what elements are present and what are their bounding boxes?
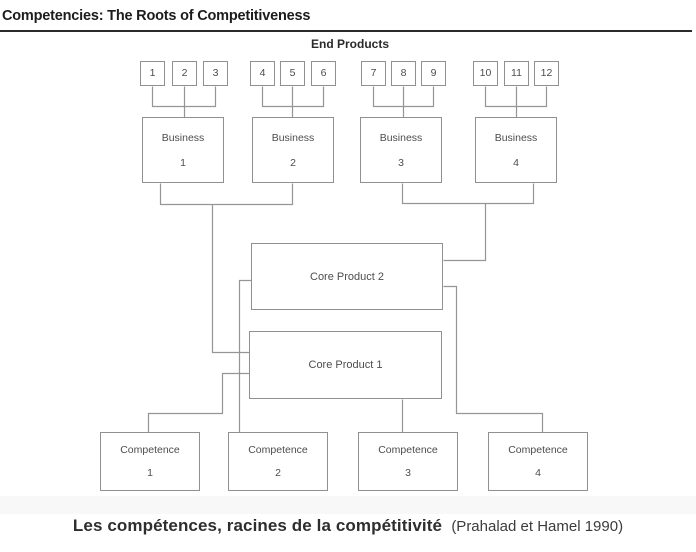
end-product-box-10: 10 — [473, 61, 498, 86]
figure-caption: Les compétences, racines de la compétiti… — [0, 516, 696, 536]
business12-to-coreproduct1-connector — [159, 183, 294, 354]
end-product-box-7: 7 — [361, 61, 386, 86]
coreproduct2-to-competence4-connector — [443, 285, 544, 433]
business-4-number: 4 — [513, 156, 519, 169]
business34-to-coreproduct2-connector — [401, 183, 535, 262]
business-1-box: Business 1 — [142, 117, 224, 183]
end-product-box-8: 8 — [391, 61, 416, 86]
end-product-box-6: 6 — [311, 61, 336, 86]
end-product-box-9: 9 — [421, 61, 446, 86]
end-product-box-2: 2 — [172, 61, 197, 86]
core-product-1-box: Core Product 1 — [249, 331, 442, 399]
competence-2-number: 2 — [275, 467, 281, 479]
end-product-box-3: 3 — [203, 61, 228, 86]
group1-to-business1-connector — [151, 86, 217, 117]
competence-1-number: 1 — [147, 467, 153, 479]
competence-4-label: Competence — [508, 444, 568, 456]
core-product-2-box: Core Product 2 — [251, 243, 443, 310]
business-2-label: Business — [271, 131, 315, 144]
competence-2-box: Competence 2 — [228, 432, 328, 491]
business-2-number: 2 — [290, 156, 296, 169]
business-4-box: Business 4 — [475, 117, 557, 183]
core-product-1-label: Core Product 1 — [308, 359, 383, 371]
business-3-box: Business 3 — [360, 117, 442, 183]
end-products-label: End Products — [310, 37, 389, 51]
caption-source: (Prahalad et Hamel 1990) — [451, 518, 624, 535]
group4-to-business4-connector — [484, 86, 548, 117]
competence-3-number: 3 — [405, 467, 411, 479]
business-1-label: Business — [161, 131, 205, 144]
business-3-label: Business — [379, 131, 423, 144]
business-2-box: Business 2 — [252, 117, 334, 183]
coreproduct2-to-competence2-connector — [238, 279, 252, 433]
end-product-box-5: 5 — [280, 61, 305, 86]
competence-3-box: Competence 3 — [358, 432, 458, 491]
core-product-2-label: Core Product 2 — [310, 270, 384, 283]
business-1-number: 1 — [180, 156, 186, 169]
end-product-box-11: 11 — [504, 61, 529, 86]
end-product-box-4: 4 — [250, 61, 275, 86]
competence-4-number: 4 — [535, 467, 541, 479]
page-title: Competencies: The Roots of Competitivene… — [2, 8, 311, 24]
competence-1-label: Competence — [120, 444, 180, 456]
business-4-label: Business — [494, 131, 538, 144]
end-product-box-1: 1 — [140, 61, 165, 86]
title-underline — [0, 30, 692, 32]
caption-text: Les compétences, racines de la compétiti… — [72, 516, 443, 535]
competence-1-box: Competence 1 — [100, 432, 200, 491]
end-product-box-12: 12 — [534, 61, 559, 86]
group2-to-business2-connector — [261, 86, 325, 117]
coreproduct1-to-competence1-connector — [147, 372, 250, 433]
competence-4-box: Competence 4 — [488, 432, 588, 491]
figure-bottom-shading — [0, 496, 696, 514]
competence-2-label: Competence — [248, 444, 308, 456]
competence-3-label: Competence — [378, 444, 438, 456]
group3-to-business3-connector — [372, 86, 435, 117]
business-3-number: 3 — [398, 156, 404, 169]
